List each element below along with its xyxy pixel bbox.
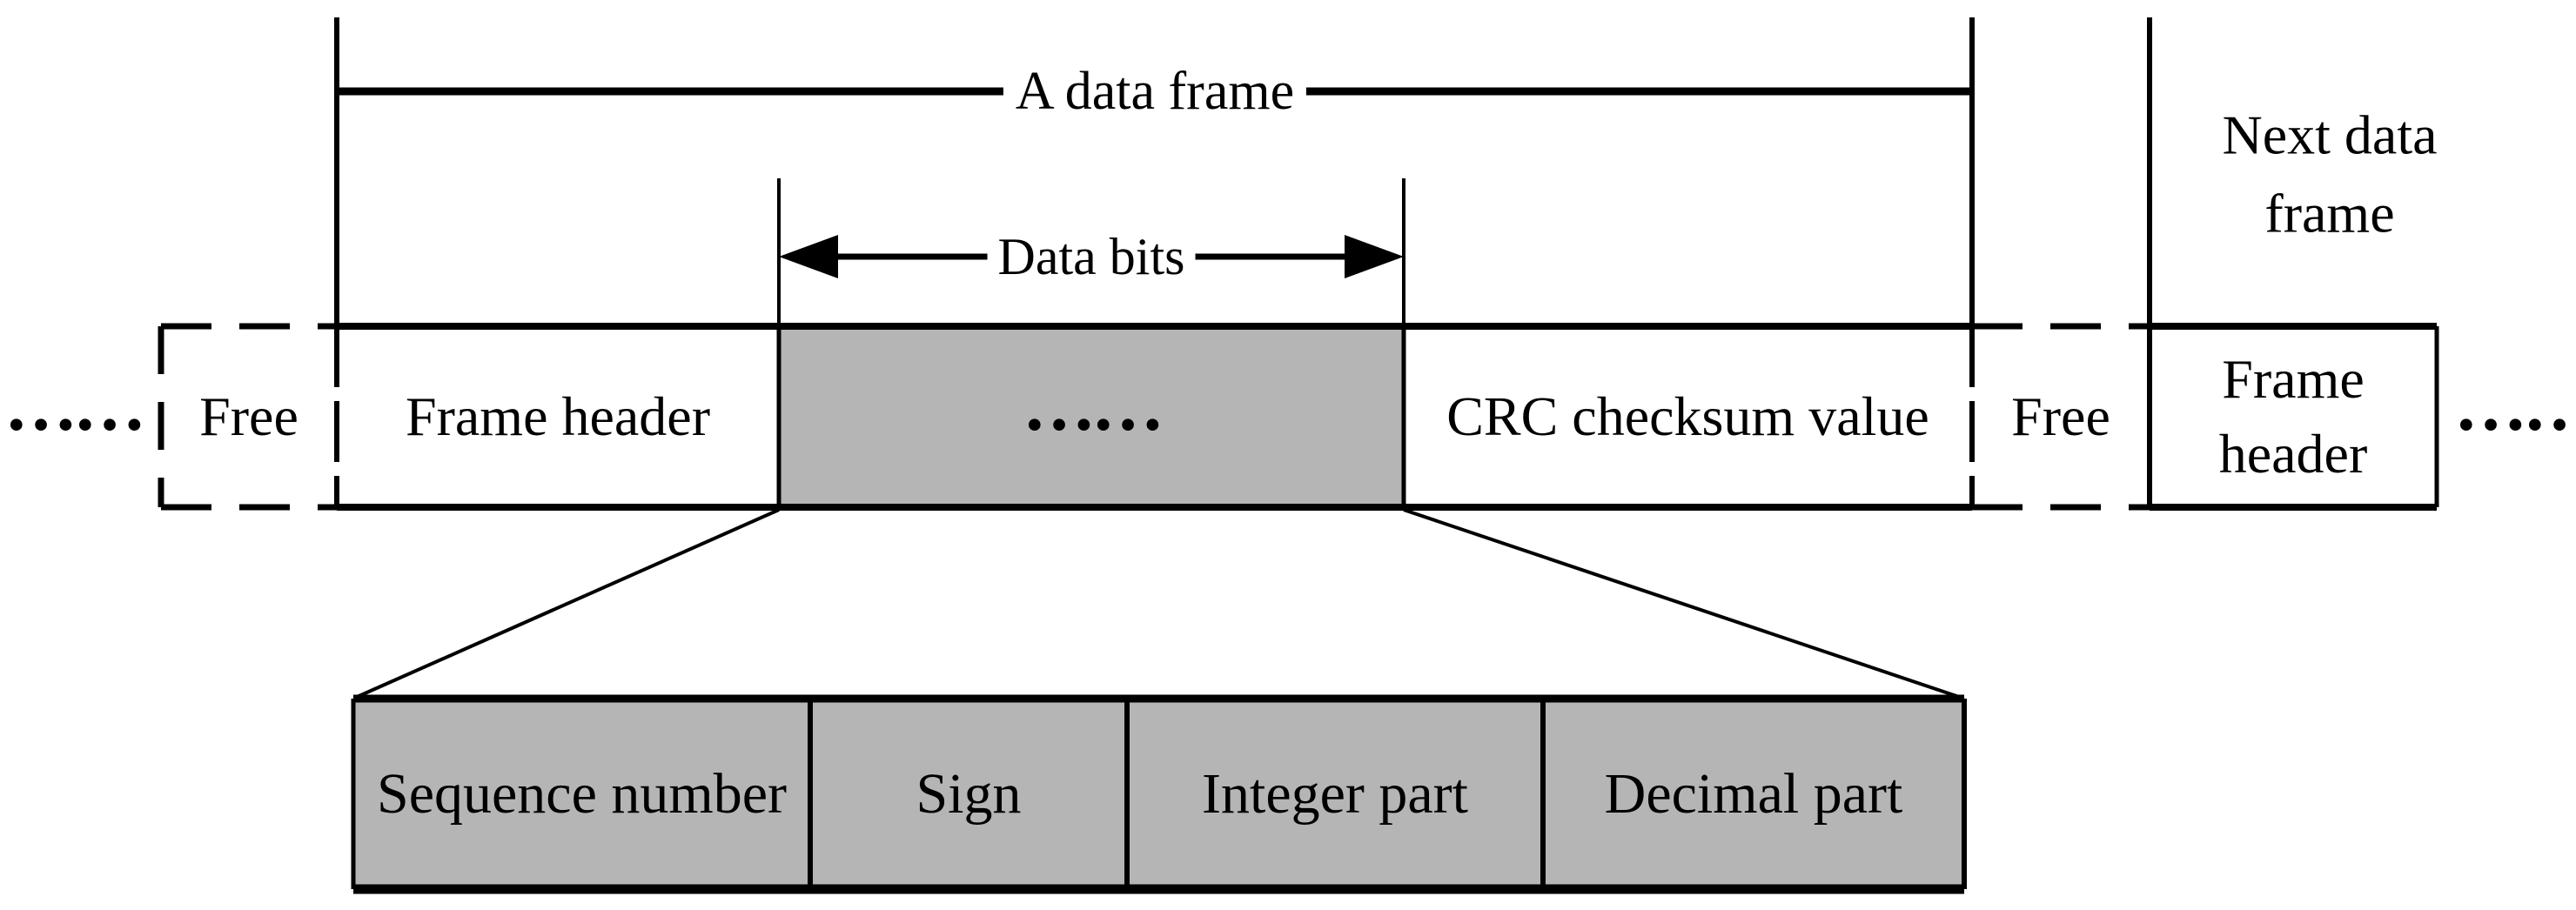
expansion-cell-sequence-number-label: Sequence number: [377, 761, 787, 826]
expansion-cell-decimal-part-label: Decimal part: [1604, 761, 1903, 826]
strip-cell-data-bits-field: ……: [1023, 365, 1164, 446]
data-bits-field-bg: [779, 326, 1404, 507]
expansion-cell-sign: Sign: [810, 699, 1127, 889]
strip-cell-free-left-label: Free: [199, 385, 299, 447]
strip-cell-next-frame-header: Frame header: [2150, 326, 2437, 507]
expansion-row-bg: [353, 699, 1964, 889]
strip-cell-next-frame-header-label: Frame header: [2218, 347, 2368, 485]
strip-cell-crc-checksum: CRC checksum value: [1404, 326, 1972, 507]
expansion-cell-sequence-number: Sequence number: [353, 699, 810, 889]
next-frame-caption: Next data frame: [2222, 104, 2438, 244]
expansion-cell-decimal-part: Decimal part: [1543, 699, 1964, 889]
data-bits-arrowhead-left: [779, 235, 838, 278]
expansion-cell-integer-part: Integer part: [1127, 699, 1543, 889]
strip-cell-free-left: Free: [161, 326, 337, 507]
left-ellipsis-cell: ……: [4, 365, 146, 446]
expansion-connector-left: [354, 508, 780, 699]
expansion-connector-right: [1403, 508, 1962, 699]
frame-bracket-label: A data frame: [1003, 64, 1307, 118]
expansion-cell-sign-label: Sign: [916, 761, 1022, 826]
strip-cell-frame-header: Frame header: [337, 326, 779, 507]
strip-cell-free-right: Free: [1972, 326, 2150, 507]
data-bits-arrowhead-right: [1345, 235, 1404, 278]
expansion-cell-integer-part-label: Integer part: [1202, 761, 1468, 826]
data-bits-label: Data bits: [987, 231, 1196, 283]
strip-cell-free-right-label: Free: [2011, 385, 2110, 447]
strip-cell-crc-checksum-label: CRC checksum value: [1446, 385, 1929, 447]
strip-cell-frame-header-label: Frame header: [405, 385, 711, 447]
right-ellipsis-cell: ……: [2454, 365, 2576, 446]
